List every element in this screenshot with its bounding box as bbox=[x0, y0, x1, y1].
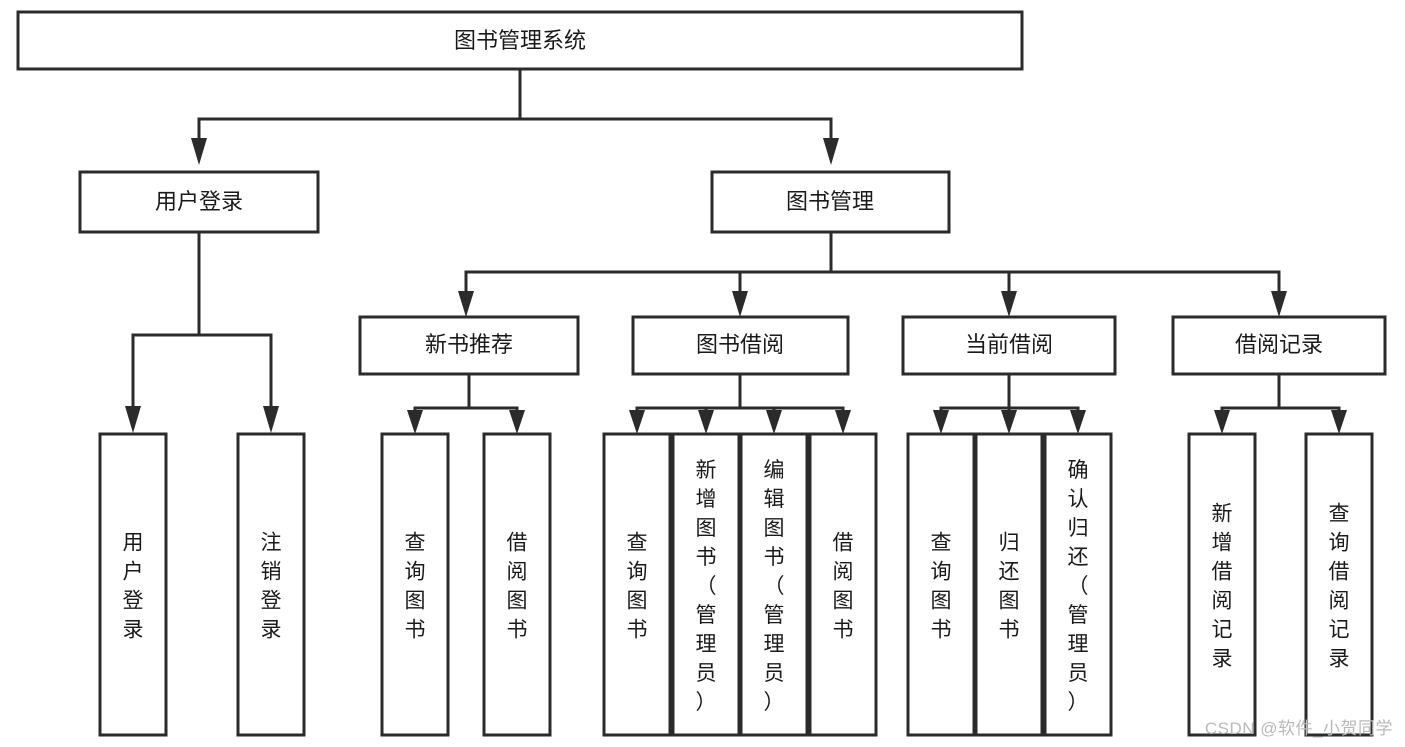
node-leaf-logout-login-label: 注销登录 bbox=[261, 532, 282, 642]
arrow-head-icon bbox=[509, 410, 525, 434]
node-book-manage[interactable]: 图书管理 bbox=[710, 170, 951, 234]
node-current-borrow[interactable]: 当前借阅 bbox=[901, 315, 1117, 376]
node-leaf-confirm-return[interactable]: 确认归还（管理员） bbox=[1043, 432, 1113, 737]
node-leaf-user-login-label: 用户登录 bbox=[123, 532, 144, 642]
arrow-head-icon bbox=[766, 410, 782, 434]
arrow-head-icon bbox=[1070, 410, 1086, 434]
node-current-borrow-box[interactable] bbox=[901, 315, 1117, 376]
node-leaf-edit-book[interactable]: 编辑图书（管理员） bbox=[739, 432, 809, 737]
arrow-head-icon bbox=[1001, 291, 1017, 317]
node-root-label: 图书管理系统 bbox=[454, 28, 586, 53]
node-leaf-borrow-book-2-box[interactable] bbox=[808, 432, 878, 737]
connector-group-root bbox=[191, 67, 839, 165]
connector-group-book-manage bbox=[458, 230, 1287, 317]
arrow-head-icon bbox=[629, 410, 645, 434]
node-borrow-record[interactable]: 借阅记录 bbox=[1171, 315, 1387, 376]
node-leaf-query-book-1-box[interactable] bbox=[380, 432, 450, 737]
arrow-head-icon bbox=[1331, 410, 1347, 434]
arrow-head-icon bbox=[933, 410, 949, 434]
node-leaf-edit-book-box[interactable] bbox=[739, 432, 809, 737]
node-leaf-query-book-3[interactable]: 查询图书 bbox=[906, 432, 976, 737]
arrow-head-icon bbox=[835, 410, 851, 434]
node-leaf-edit-book-label: 编辑图书（管理员） bbox=[764, 459, 785, 714]
arrow-head-icon bbox=[263, 406, 279, 433]
node-leaf-confirm-return-box[interactable] bbox=[1043, 432, 1113, 737]
node-leaf-query-record[interactable]: 查询借阅记录 bbox=[1304, 432, 1374, 737]
node-user-login[interactable]: 用户登录 bbox=[78, 170, 320, 234]
node-leaf-query-record-box[interactable] bbox=[1304, 432, 1374, 737]
node-leaf-borrow-book-2-label: 借阅图书 bbox=[833, 532, 854, 642]
node-leaf-return-book-box[interactable] bbox=[974, 432, 1044, 737]
node-new-book-recommend-box[interactable] bbox=[358, 315, 580, 376]
node-leaf-add-book[interactable]: 新增图书（管理员） bbox=[671, 432, 741, 737]
node-book-manage-label: 图书管理 bbox=[786, 189, 874, 214]
node-leaf-return-book-label: 归还图书 bbox=[999, 532, 1020, 642]
node-book-borrow-box[interactable] bbox=[631, 315, 850, 376]
node-root[interactable]: 图书管理系统 bbox=[16, 10, 1024, 71]
arrow-head-icon bbox=[823, 138, 839, 165]
node-leaf-query-record-label: 查询借阅记录 bbox=[1329, 503, 1350, 671]
arrow-head-icon bbox=[407, 410, 423, 434]
node-leaf-borrow-book-1-box[interactable] bbox=[482, 432, 552, 737]
node-book-manage-box[interactable] bbox=[710, 170, 951, 234]
node-current-borrow-label: 当前借阅 bbox=[965, 332, 1053, 357]
arrow-head-icon bbox=[698, 410, 714, 434]
connector-group-current-borrow bbox=[933, 372, 1086, 434]
node-leaf-query-book-2-box[interactable] bbox=[602, 432, 672, 737]
node-leaf-query-book-2[interactable]: 查询图书 bbox=[602, 432, 672, 737]
node-leaf-query-book-3-label: 查询图书 bbox=[931, 532, 952, 642]
node-leaf-logout-login[interactable]: 注销登录 bbox=[236, 432, 306, 737]
connector-group-new-book-recommend bbox=[407, 372, 525, 434]
node-root-box[interactable] bbox=[16, 10, 1024, 71]
node-leaf-add-book-box[interactable] bbox=[671, 432, 741, 737]
node-leaf-query-book-3-box[interactable] bbox=[906, 432, 976, 737]
node-book-borrow-label: 图书借阅 bbox=[696, 332, 784, 357]
connector-group-borrow-record bbox=[1214, 372, 1347, 434]
arrow-head-icon bbox=[458, 291, 474, 317]
node-leaf-confirm-return-label: 确认归还（管理员） bbox=[1068, 459, 1089, 714]
node-user-login-box[interactable] bbox=[78, 170, 320, 234]
node-leaf-borrow-book-2[interactable]: 借阅图书 bbox=[808, 432, 878, 737]
arrow-head-icon bbox=[125, 406, 141, 433]
node-leaf-query-book-1[interactable]: 查询图书 bbox=[380, 432, 450, 737]
connector-group-user-login bbox=[125, 230, 279, 433]
node-leaf-user-login-box[interactable] bbox=[98, 432, 168, 737]
node-leaf-query-book-1-label: 查询图书 bbox=[405, 532, 426, 642]
node-borrow-record-label: 借阅记录 bbox=[1235, 332, 1323, 357]
node-leaf-return-book[interactable]: 归还图书 bbox=[974, 432, 1044, 737]
node-leaf-add-book-label: 新增图书（管理员） bbox=[696, 459, 717, 714]
node-leaf-borrow-book-1-label: 借阅图书 bbox=[507, 532, 528, 642]
node-leaf-query-book-2-label: 查询图书 bbox=[627, 532, 648, 642]
node-leaf-user-login[interactable]: 用户登录 bbox=[98, 432, 168, 737]
node-new-book-recommend[interactable]: 新书推荐 bbox=[358, 315, 580, 376]
node-leaf-add-record-label: 新增借阅记录 bbox=[1212, 503, 1233, 671]
connector-group-book-borrow bbox=[629, 372, 851, 434]
arrow-head-icon bbox=[191, 138, 207, 165]
arrow-head-icon bbox=[732, 291, 748, 317]
node-leaf-add-record[interactable]: 新增借阅记录 bbox=[1187, 432, 1257, 737]
node-new-book-recommend-label: 新书推荐 bbox=[425, 332, 513, 357]
arrow-head-icon bbox=[1271, 291, 1287, 317]
arrow-head-icon bbox=[1214, 410, 1230, 434]
node-user-login-label: 用户登录 bbox=[155, 189, 243, 214]
node-leaf-borrow-book-1[interactable]: 借阅图书 bbox=[482, 432, 552, 737]
arrow-head-icon bbox=[1001, 410, 1017, 434]
node-borrow-record-box[interactable] bbox=[1171, 315, 1387, 376]
node-leaf-add-record-box[interactable] bbox=[1187, 432, 1257, 737]
csdn-watermark: CSDN @软件_小贺同学 bbox=[1204, 719, 1393, 738]
node-book-borrow[interactable]: 图书借阅 bbox=[631, 315, 850, 376]
node-leaf-logout-login-box[interactable] bbox=[236, 432, 306, 737]
